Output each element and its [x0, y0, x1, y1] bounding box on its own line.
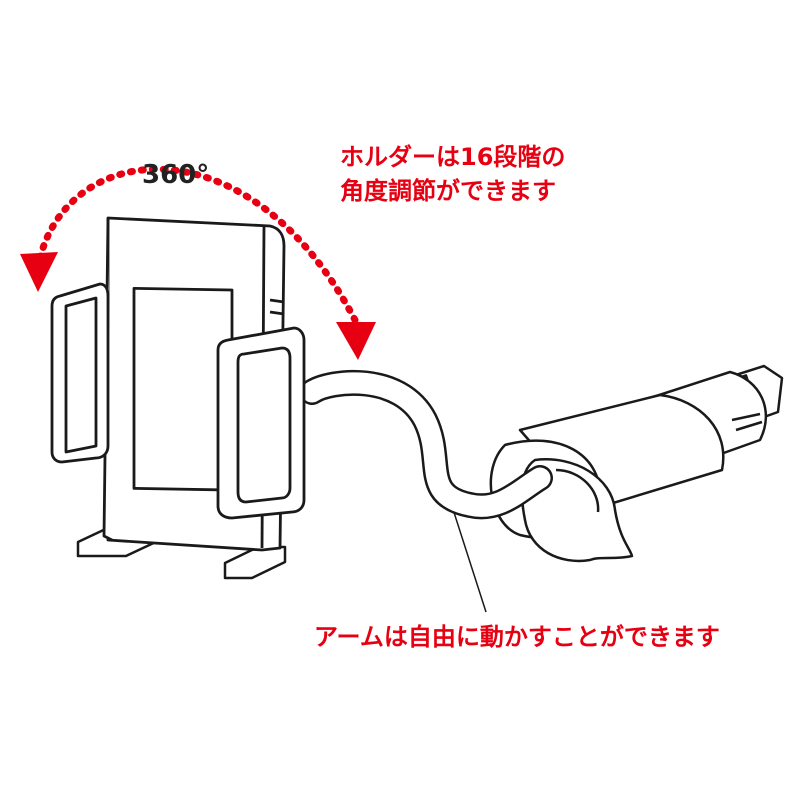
holder-note-line-2: 角度調節ができます	[340, 177, 556, 205]
socket-plug	[489, 364, 784, 563]
rotation-angle-label: 360°	[142, 160, 210, 190]
holder-angle-note: ホルダーは16段階の 角度調節ができます	[340, 140, 565, 208]
rotation-arrow	[36, 165, 359, 324]
right-grip-arm	[216, 326, 306, 520]
flexible-arm-fill	[301, 372, 551, 517]
left-grip-arm	[50, 282, 110, 464]
rotation-arrowhead-left	[20, 252, 58, 292]
holder-note-line-1: ホルダーは16段階の	[340, 143, 566, 171]
arm-note: アームは自由に動かすことができます	[314, 623, 720, 651]
arm-leader-line	[449, 499, 487, 613]
rotation-arrowhead-right	[336, 322, 376, 360]
